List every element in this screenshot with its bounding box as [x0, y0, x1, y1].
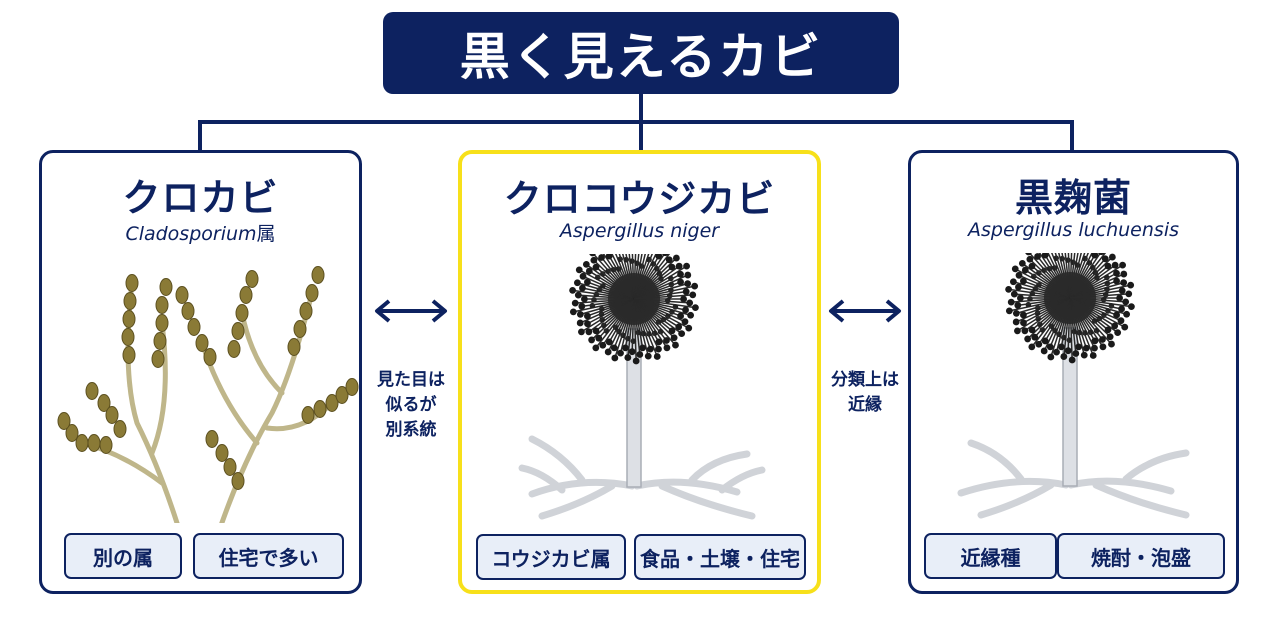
aspergillus-luchuensis-illustration — [957, 253, 1190, 519]
relation-text: 見た目は 似るが 別系統 — [377, 370, 445, 440]
card-name: クロカビ — [122, 176, 279, 220]
card-scientific-name: Aspergillus luchuensis — [968, 219, 1179, 241]
card-kurokoujikin: 黒麹菌 Aspergillus luchuensis 近縁種 焼酎・泡盛 — [908, 150, 1239, 594]
conidial-head — [1005, 253, 1135, 364]
spore-chain-group — [57, 266, 359, 490]
tag-genus: 別の属 — [64, 533, 182, 579]
card-name: クロコウジカビ — [503, 177, 776, 221]
relation-right: 分類上は 近縁 — [820, 296, 910, 418]
aspergillus-niger-illustration — [518, 254, 766, 520]
card-kurokoujikabi: クロコウジカビ Aspergillus niger コウジカビ属 食品・土壌・住… — [458, 150, 821, 594]
tag-habitat: 食品・土壌・住宅 — [634, 534, 806, 580]
card-scientific-name: Cladosporium属 — [125, 223, 276, 245]
card-name: 黒麹菌 — [1014, 176, 1132, 220]
tag-genus: コウジカビ属 — [476, 534, 626, 580]
card-kurokabi: クロカビ Cladosporium属 別の属 住宅で多い — [39, 150, 362, 594]
double-arrow-icon — [829, 299, 901, 323]
cladosporium-illustration — [57, 266, 359, 523]
conidial-head — [569, 254, 699, 365]
relation-left: 見た目は 似るが 別系統 — [366, 296, 456, 443]
double-arrow-icon — [375, 299, 447, 323]
card-scientific-name: Aspergillus niger — [559, 220, 720, 242]
diagram-title: 黒く見えるカビ — [459, 28, 823, 86]
title-banner: 黒く見えるカビ — [383, 12, 899, 94]
tag-habitat: 住宅で多い — [193, 533, 344, 579]
relation-text: 分類上は 近縁 — [831, 370, 899, 415]
tag-usage: 焼酎・泡盛 — [1057, 533, 1225, 579]
tag-relation: 近縁種 — [924, 533, 1057, 579]
